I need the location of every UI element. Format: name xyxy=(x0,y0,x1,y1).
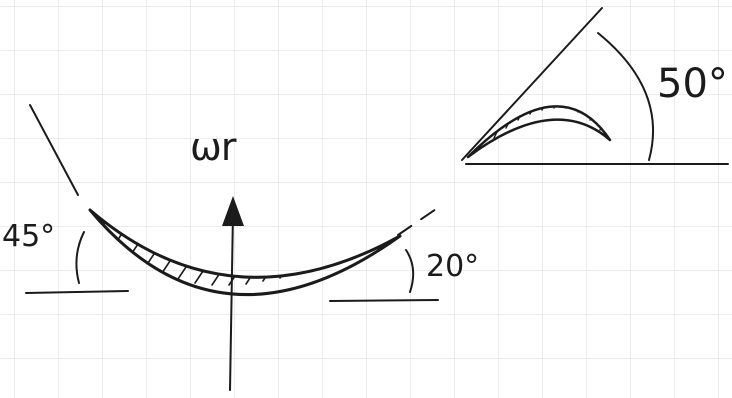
main-blade-outline xyxy=(88,208,402,297)
right-angle-arc xyxy=(405,249,415,293)
small-inlet-line xyxy=(461,7,603,161)
right-outlet-line xyxy=(397,204,443,236)
left-angle-arc xyxy=(75,231,85,284)
small-angle-arc xyxy=(597,32,655,161)
rotated-blade-angle-label: 50° xyxy=(657,61,728,107)
velocity-arrowhead xyxy=(222,196,244,226)
right-baseline xyxy=(329,299,439,302)
left-baseline xyxy=(25,290,129,294)
rotational-velocity-label: ωr xyxy=(190,125,236,169)
left-inlet-line xyxy=(29,104,79,196)
left-angle-label: 45° xyxy=(2,219,56,254)
velocity-axis-line xyxy=(229,211,234,391)
right-angle-label: 20° xyxy=(426,249,480,284)
